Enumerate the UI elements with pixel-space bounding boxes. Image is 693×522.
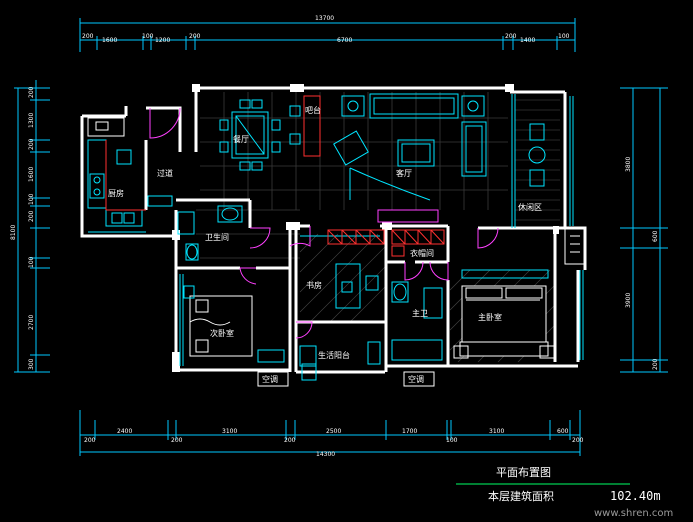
top-dim-9: 100 (558, 33, 570, 40)
room-label-kitchen: 厨房 (108, 188, 124, 198)
room-label-bar: 吧台 (305, 105, 321, 115)
room-label-leisure: 休闲区 (518, 202, 542, 212)
right-dim-2: 600 (652, 230, 659, 242)
room-label-ac-left: 空调 (262, 374, 278, 384)
bathroom-fixtures (177, 205, 243, 261)
bottom-dim-5: 200 (284, 437, 296, 444)
cloakroom-wardrobe (391, 229, 445, 257)
top-dim-7: 200 (505, 33, 517, 40)
tv-cabinet (377, 209, 439, 223)
master-bedside (453, 345, 555, 359)
structural-columns (172, 84, 559, 372)
bottom-dim-3: 200 (171, 437, 183, 444)
room-label-master-bedroom: 主卧室 (478, 312, 502, 322)
room-label-master-bath: 主卫 (412, 308, 428, 318)
windows (88, 94, 584, 366)
left-dim-9: 300 (28, 358, 35, 370)
right-dim-3: 3900 (625, 293, 632, 308)
dining-set (219, 99, 281, 171)
kitchen-cabinet-top (87, 117, 125, 137)
bottom-dim-9: 3100 (489, 428, 504, 435)
left-dim-7: 100 (28, 256, 35, 268)
room-label-dining: 餐厅 (233, 135, 249, 144)
room-label-bath: 卫生间 (205, 232, 229, 242)
top-dim-2: 1600 (102, 37, 117, 44)
doors (149, 107, 499, 339)
left-dim-8: 2700 (28, 315, 35, 330)
bar-stools (289, 105, 301, 145)
bottom-dim-6: 2500 (326, 428, 341, 435)
drawing-title: 平面布置图 (496, 466, 551, 479)
second-bedroom-furniture (189, 295, 253, 357)
top-dim-3: 100 (142, 33, 154, 40)
left-dim-2: 1300 (28, 113, 35, 128)
left-total-dimension: 8100 (10, 225, 17, 240)
bottom-dimension-chain (79, 410, 581, 456)
bottom-dim-8: 100 (446, 437, 458, 444)
master-bath-fixtures (391, 281, 443, 361)
living-furniture (333, 93, 487, 201)
room-label-living: 客厅 (396, 168, 412, 178)
room-label-corridor: 过道 (157, 168, 173, 178)
study-bookshelf (327, 229, 385, 245)
room-label-service-balcony: 生活阳台 (318, 350, 350, 360)
room-label-cloakroom: 衣帽间 (410, 248, 434, 258)
leisure-furniture (528, 123, 546, 187)
top-dim-5: 200 (189, 33, 201, 40)
top-dim-4: 1200 (155, 37, 170, 44)
top-dim-8: 1400 (520, 37, 535, 44)
bar-counter (303, 95, 321, 157)
area-value: 102.40m (610, 489, 661, 503)
top-dimension-chain (79, 18, 576, 52)
right-dim-4: 200 (652, 358, 659, 370)
kitchen-counter-red (105, 140, 146, 211)
top-dim-6: 6700 (337, 37, 352, 44)
bottom-dim-2: 2400 (117, 428, 132, 435)
watermark: www.shren.com (594, 508, 673, 519)
bottom-dim-1: 200 (84, 437, 96, 444)
top-dim-1: 200 (82, 33, 94, 40)
master-wardrobe (461, 269, 549, 279)
bottom-total-dimension: 14300 (316, 451, 335, 458)
bottom-dim-7: 1700 (402, 428, 417, 435)
left-dimension-chain (14, 80, 50, 373)
left-dim-1: 200 (28, 86, 35, 98)
right-dimension-chain (620, 87, 668, 373)
right-dim-1: 3800 (625, 157, 632, 172)
master-bed (459, 285, 549, 357)
service-balcony-fixtures (299, 341, 381, 381)
left-dim-4: 1600 (28, 167, 35, 182)
left-dim-5: 100 (28, 193, 35, 205)
area-label: 本层建筑面积 (488, 489, 554, 503)
study-furniture (300, 235, 380, 309)
room-label-ac-right: 空调 (408, 374, 424, 384)
ac-units (257, 227, 586, 387)
top-total-dimension: 13700 (315, 15, 334, 22)
room-label-study: 书房 (306, 280, 322, 290)
left-dim-6: 200 (28, 210, 35, 222)
second-bedroom-wardrobe (183, 285, 285, 363)
bottom-dim-10: 600 (557, 428, 569, 435)
bottom-dim-11: 200 (572, 437, 584, 444)
bottom-dim-4: 3100 (222, 428, 237, 435)
room-label-second-bedroom: 次卧室 (210, 328, 234, 338)
left-dim-3: 200 (28, 138, 35, 150)
